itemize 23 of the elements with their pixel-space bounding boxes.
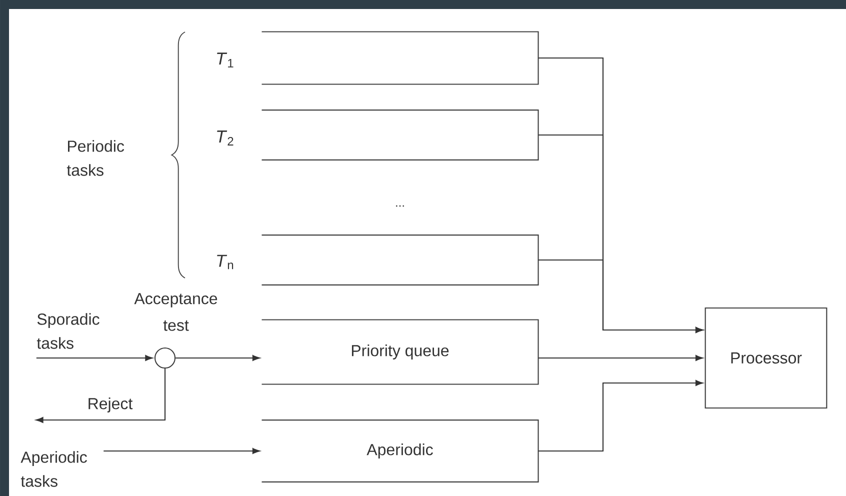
queue-box xyxy=(262,31,539,85)
arrow xyxy=(176,355,260,361)
processor-box: Processor xyxy=(704,307,828,409)
arrow xyxy=(104,448,260,454)
queue-box xyxy=(262,234,539,286)
input-label: Aperiodic tasks xyxy=(20,451,87,487)
arrow xyxy=(538,259,704,333)
queue-label: T$_{1}$ xyxy=(217,52,234,68)
input-label: Sporadic tasks xyxy=(36,313,100,349)
queue-box: Priority queue xyxy=(262,319,539,385)
ellipsis: ... xyxy=(396,205,404,207)
arrow xyxy=(538,380,704,452)
queue-label: T$_{n}$ xyxy=(217,254,234,270)
edge-label: Reject xyxy=(88,398,133,412)
group-label: Periodic tasks xyxy=(66,140,124,176)
arrow xyxy=(538,355,704,361)
test-circle xyxy=(154,347,176,369)
queue-box: Aperiodic xyxy=(262,420,539,482)
queue-box xyxy=(262,110,539,160)
circle-label: Acceptance test xyxy=(134,293,218,331)
arrow xyxy=(36,368,166,423)
queue-label: T$_{2}$ xyxy=(217,130,234,146)
arrow xyxy=(36,355,153,361)
